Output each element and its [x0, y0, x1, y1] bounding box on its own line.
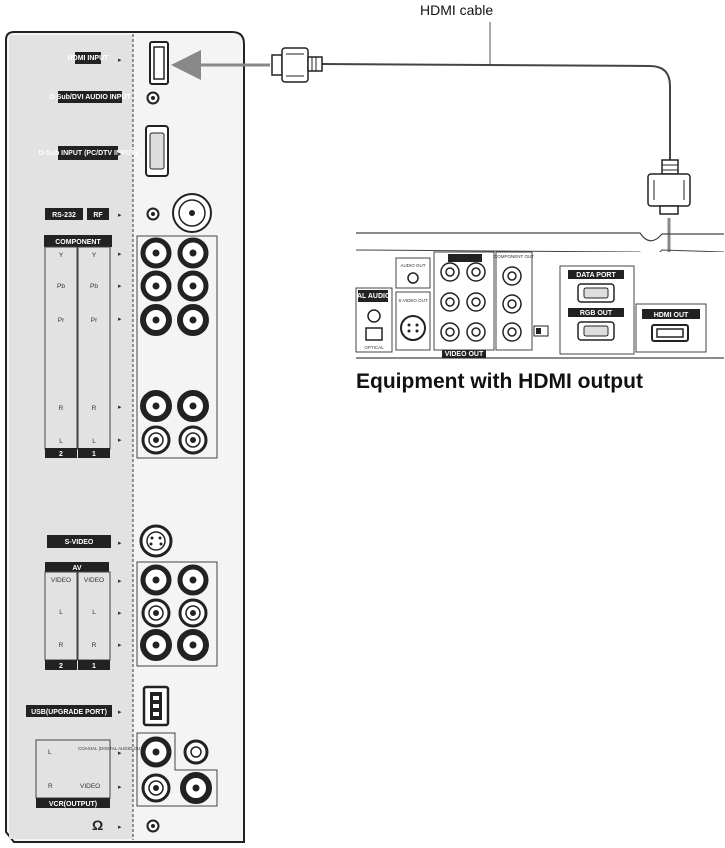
- hdmi-input-port[interactable]: [149, 41, 169, 85]
- comp2-l: L: [59, 438, 63, 445]
- audio-out-label: AUDIO OUT: [400, 263, 425, 268]
- vcr-jacks[interactable]: [140, 736, 212, 804]
- data-port-label: DATA PORT: [576, 272, 616, 279]
- comp1-pb: Pb: [90, 283, 98, 290]
- equipment-caption: Equipment with HDMI output: [356, 370, 643, 393]
- vcr-l: L: [48, 749, 52, 756]
- av2-video: VIDEO: [51, 577, 71, 584]
- av1-video: VIDEO: [84, 577, 104, 584]
- component-out-label: COMPONENT OUT: [494, 254, 534, 259]
- rs232-label: RS-232: [52, 212, 76, 219]
- svg-text:▸: ▸: [118, 283, 122, 290]
- svg-text:▸: ▸: [118, 57, 122, 64]
- optical-label: OPTICAL: [364, 345, 384, 350]
- component-jacks[interactable]: [140, 237, 209, 455]
- svg-text:▸: ▸: [118, 212, 122, 219]
- av-label: AV: [72, 565, 82, 572]
- svg-text:▸: ▸: [118, 784, 122, 791]
- equipment-panel: DIGITAL AUDIO OUT OPTICAL AUDIO OUT S-VI…: [339, 232, 725, 359]
- usb-label: USB(UPGRADE PORT): [31, 709, 107, 716]
- comp1-r: R: [92, 405, 97, 412]
- comp1-pr: Pr: [91, 317, 98, 324]
- rs232-rf-row: RS-232 RF ▸: [45, 193, 212, 233]
- av1-r: R: [92, 642, 97, 649]
- hdmi-input-row: HDMI INPUT ▸: [68, 41, 169, 85]
- av2-l: L: [59, 609, 63, 616]
- svg-text:▸: ▸: [118, 709, 122, 716]
- vcr-video: VIDEO: [80, 783, 100, 790]
- vcr-r: R: [48, 783, 53, 790]
- hdmi-cable-caption: HDMI cable: [420, 2, 494, 18]
- svg-text:▸: ▸: [118, 540, 122, 547]
- av-1-label: 1: [92, 663, 96, 670]
- svg-text:▸: ▸: [118, 824, 122, 831]
- hdmi-cable: [171, 22, 691, 311]
- av-2-label: 2: [59, 663, 63, 670]
- vcr-output-label: VCR(OUTPUT): [49, 801, 97, 808]
- av1-l: L: [92, 609, 96, 616]
- hdmi-plug-right: [647, 159, 691, 215]
- digital-audio-out-label: DIGITAL AUDIO OUT: [339, 293, 408, 300]
- coaxial-label: COAXIAL (DIGITAL AUDIO OUT): [78, 746, 145, 751]
- pc-input-label: D-Sub INPUT (PC/DTV INPUT): [39, 150, 138, 157]
- rgb-out-label: RGB OUT: [580, 310, 613, 317]
- svg-text:▸: ▸: [118, 96, 122, 103]
- svg-text:▸: ▸: [118, 642, 122, 649]
- comp2-pb: Pb: [57, 283, 65, 290]
- headphone-icon: Ω: [92, 817, 103, 833]
- video-out-label: VIDEO OUT: [445, 351, 484, 358]
- usb-row: USB(UPGRADE PORT) ▸: [26, 685, 170, 727]
- svg-text:▸: ▸: [118, 437, 122, 444]
- av-jacks[interactable]: [140, 564, 209, 661]
- headphone-row: Ω ▸: [92, 817, 160, 833]
- svg-text:▸: ▸: [118, 316, 122, 323]
- av-section: AV 2 1 VIDEO VIDEO L L R R ▸ ▸ ▸: [44, 561, 218, 670]
- pc-audio-input-row: D-Sub/DVI AUDIO INPUT ▸: [49, 91, 160, 105]
- av2-r: R: [59, 642, 64, 649]
- comp2-pr: Pr: [58, 317, 65, 324]
- svg-text:▸: ▸: [118, 578, 122, 585]
- svg-text:▸: ▸: [118, 610, 122, 617]
- comp1-y: Y: [92, 252, 97, 259]
- svg-text:▸: ▸: [118, 151, 122, 158]
- hdmi-plug-left: [271, 47, 323, 83]
- component-section: COMPONENT 2 1 Y Y Pb Pb Pr Pr R R L L ▸ …: [44, 235, 218, 459]
- vcr-output-section: L COAXIAL (DIGITAL AUDIO OUT) R VIDEO VC…: [35, 732, 218, 808]
- svideo-out-label: S-VIDEO OUT: [398, 298, 428, 303]
- comp2-y: Y: [59, 252, 64, 259]
- component-2-label: 2: [59, 451, 63, 458]
- svideo-label: S-VIDEO: [65, 539, 94, 546]
- rf-label: RF: [93, 212, 103, 219]
- svg-text:▸: ▸: [118, 251, 122, 258]
- hdmi-out-label: HDMI OUT: [654, 312, 689, 319]
- hdmi-input-label: HDMI INPUT: [68, 55, 110, 62]
- svg-text:▸: ▸: [118, 750, 122, 757]
- comp1-l: L: [92, 438, 96, 445]
- component-1-label: 1: [92, 451, 96, 458]
- svg-text:▸: ▸: [118, 404, 122, 411]
- component-label: COMPONENT: [55, 239, 101, 246]
- svideo-row: S-VIDEO ▸: [47, 524, 173, 558]
- comp2-r: R: [59, 405, 64, 412]
- pc-audio-input-label: D-Sub/DVI AUDIO INPUT: [49, 94, 131, 101]
- pc-input-row: D-Sub INPUT (PC/DTV INPUT) ▸: [39, 125, 169, 177]
